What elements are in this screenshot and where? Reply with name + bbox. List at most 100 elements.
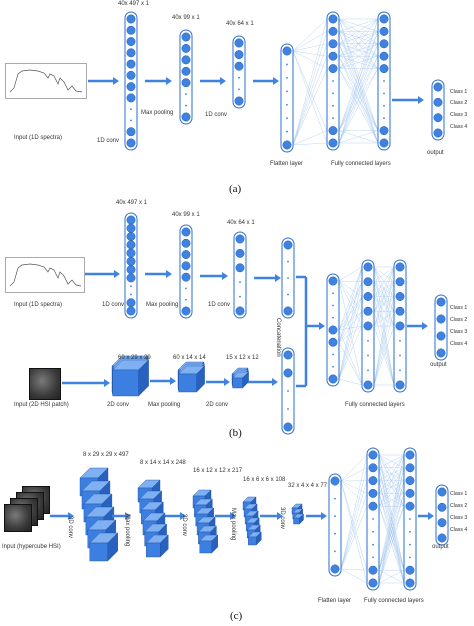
column-a-pool (179, 29, 193, 125)
class3-label-a: Class 3 (450, 112, 468, 118)
fc-link-b1 (338, 296, 363, 343)
column-b-fc2-node (395, 277, 405, 287)
column-b-fc2-dot (399, 339, 401, 342)
fc-link-b2 (373, 266, 395, 386)
dim2-label-c: 8 x 14 x 14 x 248 (140, 460, 186, 466)
arrow-b-conv2d-head (170, 377, 176, 385)
column-b-conv2-node (235, 234, 245, 244)
fc-link-b2 (373, 325, 395, 386)
column-c-flatten-dot (334, 497, 336, 500)
column-a-fc1-dot (332, 104, 334, 107)
column-a-flatten-node (282, 140, 292, 150)
fc-link-b1 (338, 325, 363, 343)
column-c-fc1-node (368, 463, 378, 473)
column-c-output (435, 484, 449, 546)
column-b-fc2-node (395, 321, 405, 331)
fc-link-c2 (378, 454, 405, 507)
fc-link-b1 (338, 311, 363, 380)
column-a-fc2-node (379, 64, 389, 74)
column-c-fc2-node (405, 476, 415, 486)
column-b-conv1-node (126, 265, 136, 275)
column-b-conv2-node (235, 306, 245, 316)
column-a-flatten-dot (286, 76, 288, 79)
column-b-flatten1-node (283, 240, 293, 250)
column-a-fc2-dot (383, 80, 385, 82)
column-c-fc2-dot (409, 543, 411, 546)
column-b-concat-dot (332, 316, 334, 319)
column-a-conv1-node (126, 82, 136, 92)
dim5-label-b: 60 x 14 x 14 (173, 355, 206, 361)
column-a-fc1-node (328, 14, 338, 24)
fc-link-a2 (338, 130, 379, 144)
fc-link-b1 (338, 378, 363, 386)
column-a-fc1-node (328, 138, 338, 148)
arrow-a-input-head (113, 77, 119, 85)
fc-link-a1 (292, 43, 328, 146)
layer-shapes (50, 11, 449, 591)
column-a-output-node (433, 82, 443, 92)
column-b-conv2-node (235, 248, 245, 258)
fc-link-a1 (292, 50, 328, 144)
column-a-conv2-node (234, 61, 244, 71)
pool2-label-b: Max pooling (148, 402, 181, 408)
fc-link-c1 (340, 493, 368, 570)
column-c-fc1-dot (372, 518, 374, 520)
block-b-conv-2-front (112, 369, 139, 397)
fc-link-b1 (338, 266, 363, 380)
fc-link-c1 (340, 506, 368, 570)
column-c-output-node (437, 487, 447, 497)
column-a-fc2-node (379, 51, 389, 61)
column-b-conv1-dot (130, 285, 132, 288)
fc-label-a: Fully connected layers (331, 161, 391, 167)
fc-link-c2 (378, 454, 405, 584)
column-b-pool-node (181, 250, 191, 260)
dim4-label-c: 16 x 6 x 6 x 108 (243, 477, 286, 483)
block-c-conv2-5-front (199, 540, 212, 554)
pool1-label-b: Max pooling (146, 302, 179, 308)
column-c-fc2-dot (409, 530, 411, 533)
fc-link-c1 (340, 480, 368, 571)
fc-link-a2 (338, 68, 379, 144)
fc-link-a1 (292, 50, 328, 131)
column-b-concat-dot (332, 304, 334, 307)
column-c-fc1-node (368, 578, 378, 588)
caption-b: (b) (229, 427, 242, 439)
column-b-flatten1-node (283, 306, 293, 316)
conv3-label-c: 3D conv (279, 507, 285, 530)
input-label-a: Input (1D spectra) (14, 135, 63, 141)
column-b-fc1-dot (367, 369, 369, 372)
column-a-fc2-dot (383, 104, 385, 107)
fc-link-b1 (338, 280, 363, 327)
column-a-conv1-node (126, 138, 136, 148)
fc-link-c2 (378, 570, 405, 584)
column-a-pool-node (181, 66, 191, 76)
column-a-conv2-node (234, 96, 244, 106)
fc-link-c1 (340, 467, 368, 570)
class3-label-b: Class 3 (450, 329, 468, 335)
flatten-label-a: Flatten layer (270, 161, 304, 167)
column-b-output-node (436, 297, 446, 307)
class1-label-b: Class 1 (450, 305, 468, 311)
column-b-pool-dot (185, 298, 187, 301)
conv1-label-c: 3D conv (67, 516, 73, 539)
column-c-fc2-node (405, 450, 415, 460)
column-c-fc2-node (405, 565, 415, 575)
fc-link-a1 (292, 50, 328, 69)
column-a-fc1-node (328, 126, 338, 136)
fc-link-b1 (338, 280, 363, 282)
column-b-flatten2-dot (287, 390, 289, 392)
input1-label-b: Input (1D spectra) (14, 302, 63, 308)
dim2-label-b: 40x 99 x 1 (172, 212, 200, 218)
fc-link-a2 (338, 18, 379, 69)
column-a-output-node (433, 128, 443, 138)
column-c-fc2-dot (409, 556, 411, 559)
fc-link-c2 (378, 506, 405, 584)
column-a-fc1-dot (332, 92, 334, 95)
column-b-fc2-dot (399, 354, 401, 357)
pool2-label-c: Max pooling (230, 508, 236, 541)
fc-link-b2 (373, 266, 395, 282)
column-b-flatten2-node (283, 422, 293, 432)
column-b-flatten2-node (283, 368, 293, 378)
dim6-label-b: 15 x 12 x 12 (226, 355, 259, 361)
